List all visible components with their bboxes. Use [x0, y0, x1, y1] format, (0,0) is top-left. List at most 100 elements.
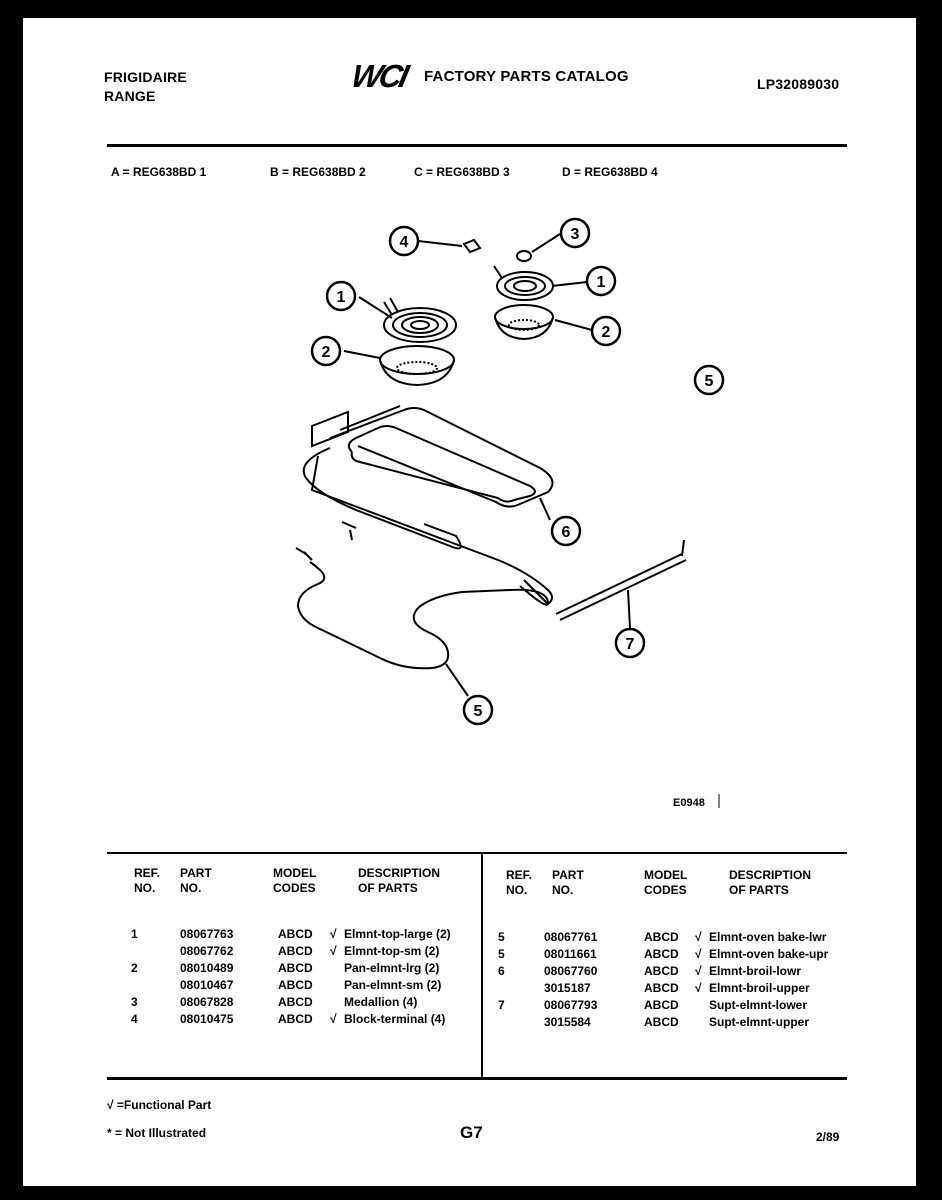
callout-5-lower: [462, 694, 494, 726]
desc-cell: Elmnt-broil-upper: [709, 981, 810, 995]
ref-cell: 5: [498, 947, 505, 961]
legend-not-illustrated: * = Not Illustrated: [107, 1126, 207, 1140]
callout-label: 1: [597, 274, 606, 291]
desc-cell: Medallion (4): [344, 995, 418, 1009]
header-part: PART NO.: [180, 866, 212, 895]
legend-functional: √ =Functional Part: [107, 1098, 212, 1112]
header-model: MODEL CODES: [273, 866, 317, 895]
desc-cell: Elmnt-top-sm (2): [344, 944, 440, 958]
desc-cell: Elmnt-broil-lowr: [709, 964, 801, 978]
functional-check: √: [330, 1012, 337, 1026]
codes-cell: ABCD: [278, 1012, 313, 1026]
brand-name: FRIGIDAIRE: [104, 69, 187, 85]
header-rule: [107, 144, 847, 147]
callout-label: 7: [626, 636, 635, 653]
codes-cell: ABCD: [644, 947, 679, 961]
part-cell: 08067762: [180, 944, 234, 958]
part-cell: 08067793: [544, 998, 598, 1012]
terminal-block: [462, 238, 482, 254]
ref-cell: 4: [131, 1012, 138, 1026]
ref-cell: 1: [131, 927, 138, 941]
header-desc: DESCRIPTION OF PARTS: [729, 868, 812, 897]
codes-cell: ABCD: [644, 964, 679, 978]
desc-cell: Pan-elmnt-sm (2): [344, 978, 442, 992]
codes-cell: ABCD: [278, 944, 313, 958]
desc-cell: Block-terminal (4): [344, 1012, 446, 1026]
part-cell: 08067828: [180, 995, 234, 1009]
header-model: MODEL CODES: [644, 868, 688, 897]
callout-6: [550, 515, 582, 547]
part-cell: 3015187: [544, 981, 591, 995]
callout-5-upper: [693, 364, 725, 396]
part-cell: 08010475: [180, 1012, 234, 1026]
page-code: G7: [460, 1123, 483, 1142]
desc-cell: Pan-elmnt-lrg (2): [344, 961, 440, 975]
desc-cell: Supt-elmnt-upper: [709, 1015, 809, 1029]
callout-2-left: [310, 335, 342, 367]
part-cell: 3015584: [544, 1015, 591, 1029]
codes-cell: ABCD: [278, 995, 313, 1009]
codes-cell: ABCD: [644, 981, 679, 995]
catalog-title: FACTORY PARTS CATALOG: [424, 68, 629, 85]
surface-element-small: [493, 265, 554, 301]
callout-2-right: [590, 315, 622, 347]
callout-label: 5: [705, 373, 714, 390]
part-cell: 08010489: [180, 961, 234, 975]
catalog-number: LP32089030: [757, 76, 840, 92]
drip-pan-large: [379, 345, 455, 387]
ref-cell: 6: [498, 964, 505, 978]
part-cell: 08067760: [544, 964, 598, 978]
callout-label: 5: [474, 703, 483, 720]
ref-cell: 2: [131, 961, 138, 975]
callout-label: 2: [322, 344, 331, 361]
model-b: B = REG638BD 2: [270, 165, 366, 179]
codes-cell: ABCD: [278, 978, 313, 992]
callout-4: [388, 225, 420, 257]
broil-element: [302, 405, 554, 606]
codes-cell: ABCD: [644, 1015, 679, 1029]
functional-check: √: [695, 930, 702, 944]
diagram-code: E0948: [673, 797, 705, 809]
callout-label: 1: [337, 289, 346, 306]
header-part: PART NO.: [552, 868, 584, 897]
callout-label: 6: [562, 524, 571, 541]
desc-cell: Elmnt-oven bake-lwr: [709, 930, 827, 944]
callout-label: 3: [571, 226, 580, 243]
drip-pan-small: [494, 304, 554, 341]
header-desc: DESCRIPTION OF PARTS: [358, 866, 441, 895]
model-a: A = REG638BD 1: [111, 165, 207, 179]
callout-label: 2: [602, 324, 611, 341]
product-type: RANGE: [104, 88, 156, 104]
functional-check: √: [695, 947, 702, 961]
codes-cell: ABCD: [278, 961, 313, 975]
part-cell: 08011661: [544, 947, 597, 961]
medallion: [516, 250, 532, 262]
functional-check: √: [695, 964, 702, 978]
callout-1-left: [325, 280, 357, 312]
functional-check: √: [695, 981, 702, 995]
header-ref: REF. NO.: [134, 866, 161, 895]
header-ref: REF. NO.: [506, 868, 533, 897]
codes-cell: ABCD: [644, 930, 679, 944]
table-divider: [481, 852, 483, 1078]
model-d: D = REG638BD 4: [562, 165, 658, 179]
desc-cell: Elmnt-oven bake-upr: [709, 947, 829, 961]
desc-cell: Supt-elmnt-lower: [709, 998, 807, 1012]
bake-element: [295, 521, 550, 670]
callout-7: [614, 627, 646, 659]
revision-date: 2/89: [816, 1130, 840, 1144]
callout-label: 4: [400, 234, 409, 251]
callout-3: [559, 217, 591, 249]
desc-cell: Elmnt-top-large (2): [344, 927, 451, 941]
table-bottom-rule: [107, 1077, 847, 1080]
catalog-page: [23, 18, 916, 1186]
model-c: C = REG638BD 3: [414, 165, 510, 179]
table-top-rule: [107, 852, 847, 854]
functional-check: √: [330, 927, 337, 941]
part-cell: 08010467: [180, 978, 234, 992]
part-cell: 08067761: [544, 930, 598, 944]
functional-check: √: [330, 944, 337, 958]
callout-1-right: [585, 265, 617, 297]
element-support: [555, 539, 687, 629]
